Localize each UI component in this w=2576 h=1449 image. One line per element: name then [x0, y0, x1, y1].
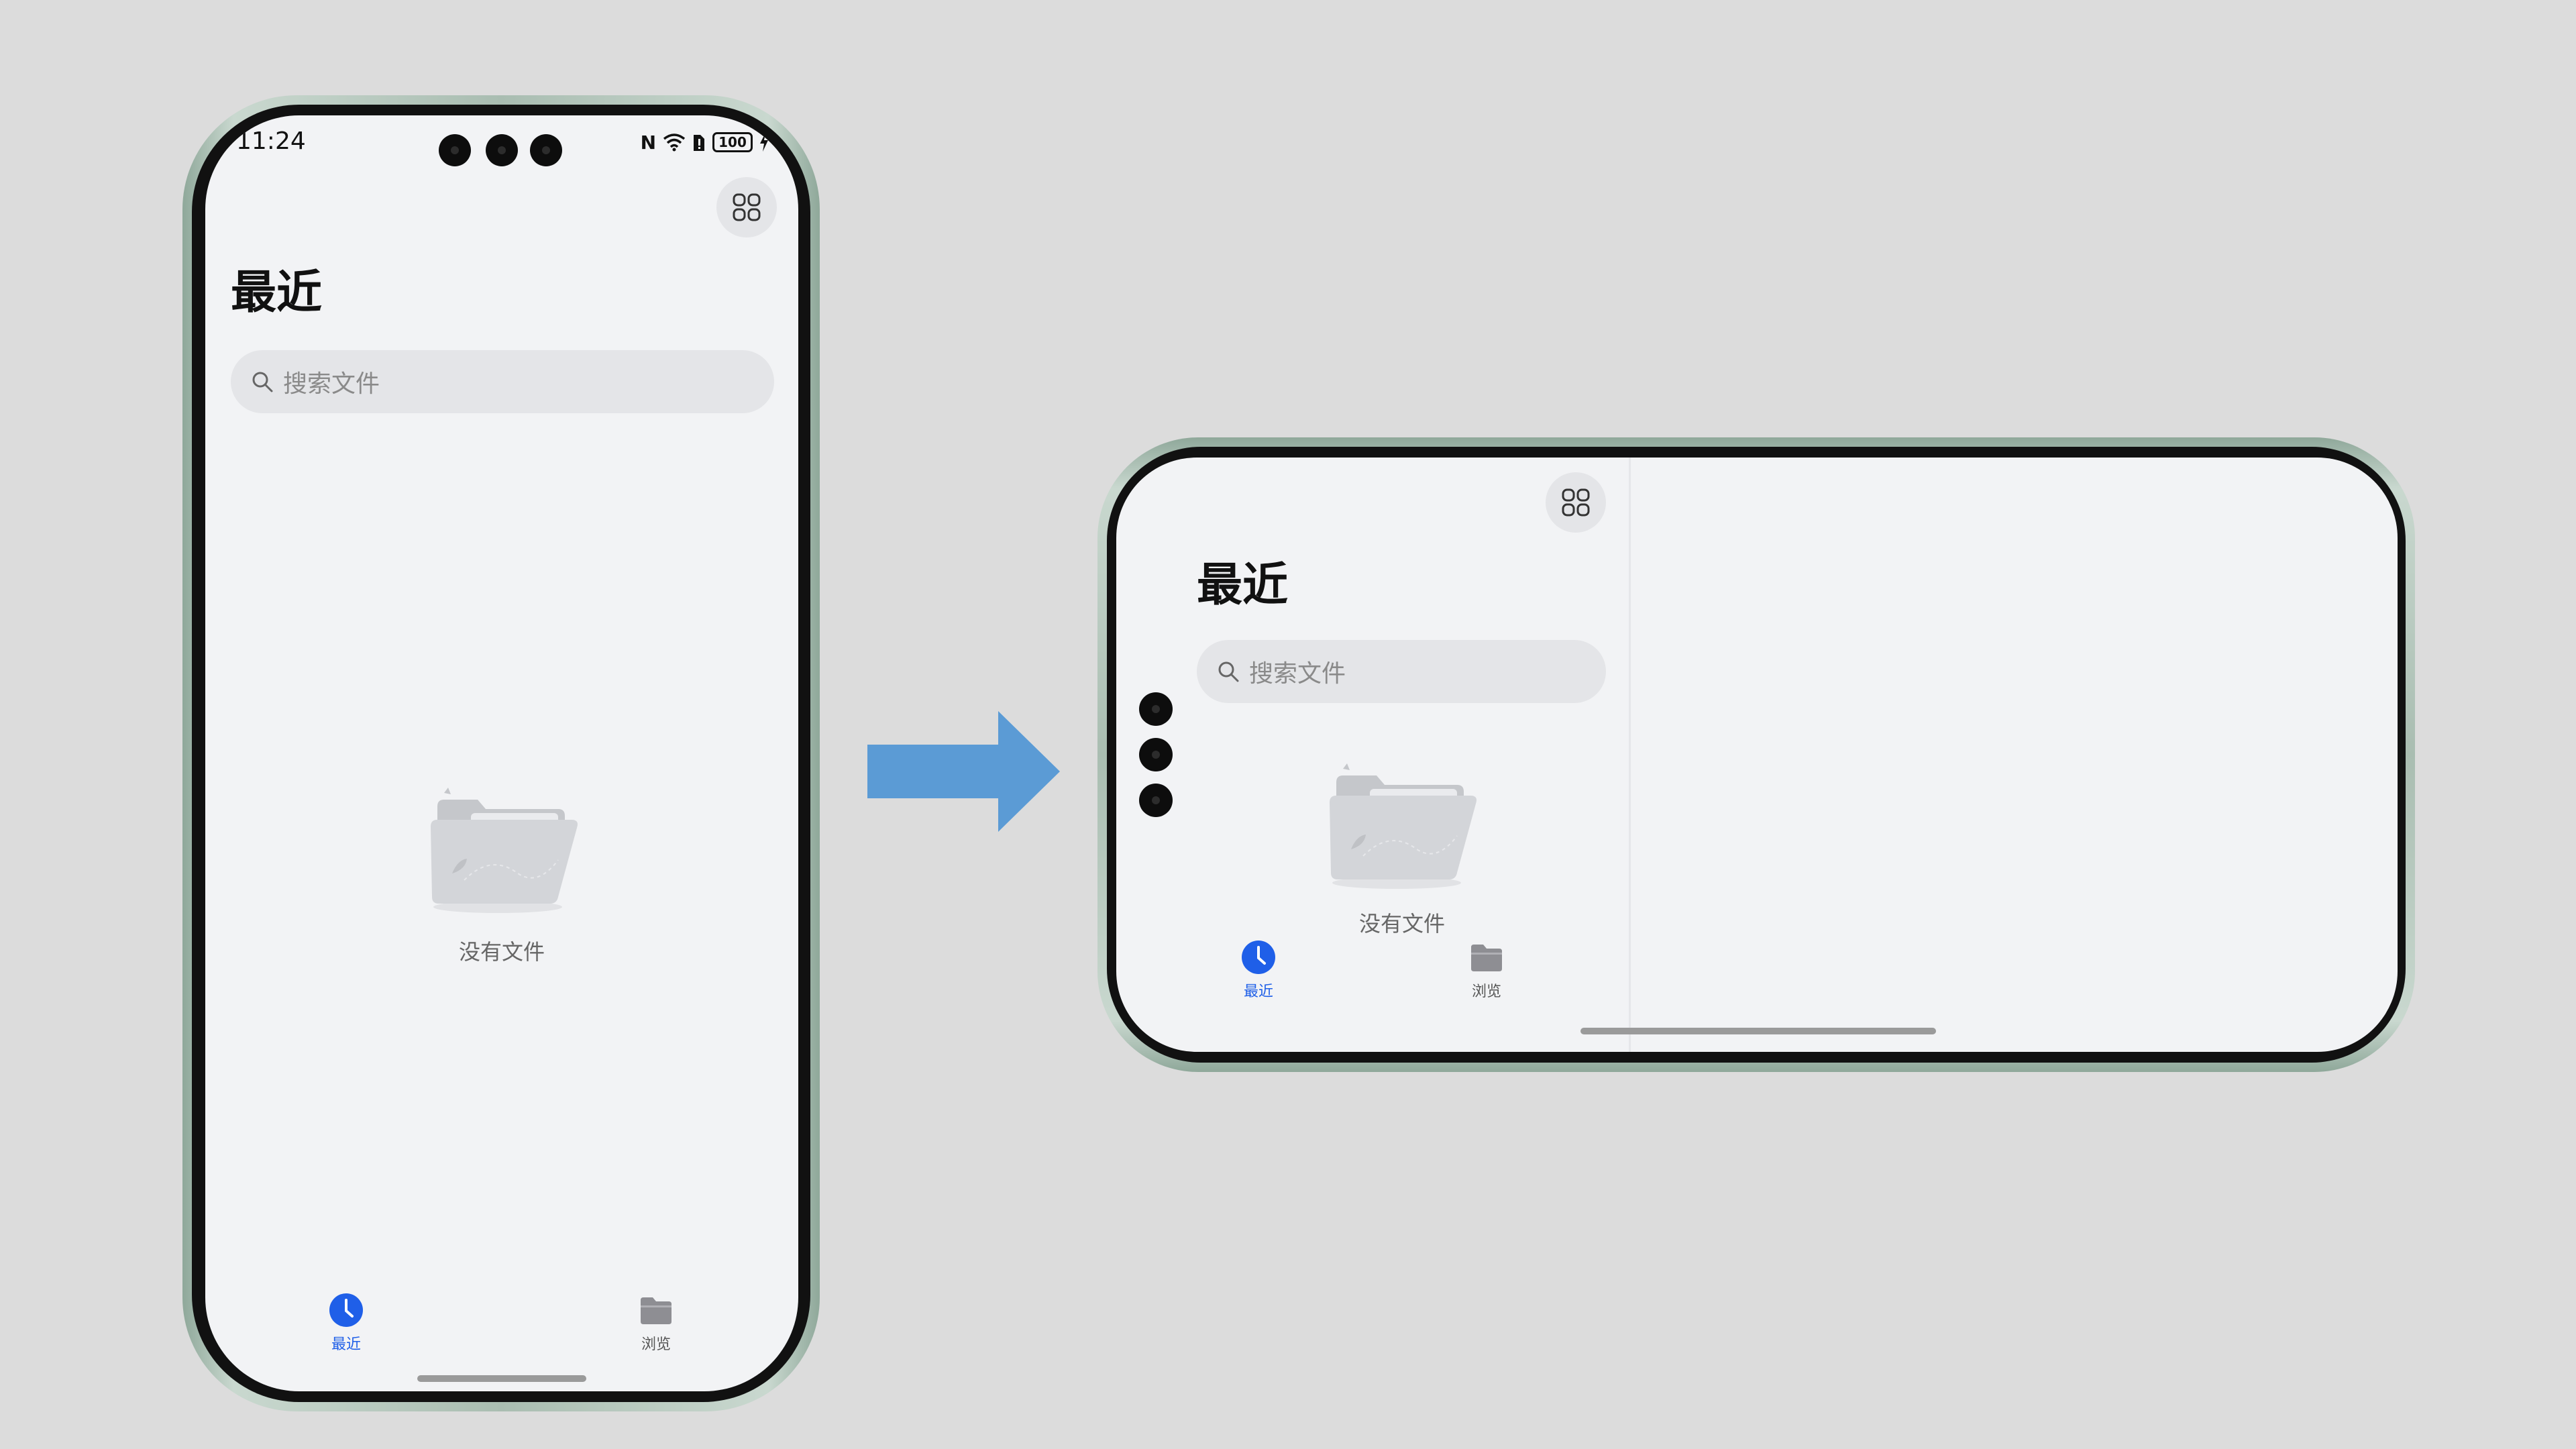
folder-icon — [1471, 945, 1502, 971]
page-title: 最近 — [1197, 559, 1289, 612]
search-placeholder: 搜索文件 — [283, 370, 380, 398]
tab-browse[interactable]: 浏览 — [1460, 939, 1513, 1001]
page-title: 最近 — [231, 266, 323, 319]
tab-label: 浏览 — [1471, 983, 1501, 1000]
pane-divider — [1629, 458, 1631, 1052]
portrait-screen: 11:24 N 100 最近 — [205, 115, 798, 1391]
clock-icon — [329, 1293, 363, 1327]
tab-browse[interactable]: 浏览 — [629, 1292, 683, 1354]
nfc-icon: N — [640, 131, 656, 154]
camera-icon — [439, 134, 471, 166]
wifi-icon — [663, 133, 686, 152]
tab-label: 浏览 — [641, 1336, 671, 1353]
search-icon — [252, 372, 273, 392]
folder-icon — [641, 1297, 672, 1324]
camera-icon — [1139, 784, 1173, 817]
camera-icon — [1139, 692, 1173, 726]
search-input[interactable]: 搜索文件 — [1197, 640, 1606, 703]
tab-label: 最近 — [331, 1336, 361, 1353]
status-icons: N 100 — [641, 130, 769, 154]
empty-state-text: 没有文件 — [458, 939, 545, 965]
rotation-arrow — [867, 711, 1060, 832]
tab-recent[interactable]: 最近 — [1232, 939, 1285, 1001]
camera-icon — [486, 134, 518, 166]
grid-icon — [1562, 488, 1590, 517]
search-input[interactable]: 搜索文件 — [231, 350, 774, 413]
charging-icon — [760, 133, 768, 152]
camera-icon — [530, 134, 562, 166]
home-indicator[interactable] — [417, 1375, 586, 1382]
camera-icon — [1139, 738, 1173, 771]
grid-icon — [733, 193, 761, 221]
search-placeholder: 搜索文件 — [1249, 660, 1346, 688]
clock-icon — [1242, 941, 1275, 974]
sim-alert-icon — [694, 135, 704, 151]
grid-view-button[interactable] — [1546, 472, 1606, 533]
empty-folder-icon — [431, 788, 578, 913]
battery-level: 100 — [712, 132, 753, 152]
grid-view-button[interactable] — [716, 177, 777, 237]
tab-label: 最近 — [1243, 983, 1273, 1000]
landscape-screen: 最近 搜索文件 没有文件 最近 浏览 — [1116, 458, 2398, 1052]
tab-recent[interactable]: 最近 — [319, 1292, 373, 1354]
empty-state-text: 没有文件 — [1358, 911, 1445, 936]
empty-folder-icon — [1330, 763, 1477, 889]
home-indicator[interactable] — [1580, 1028, 1936, 1034]
status-time: 11:24 — [236, 127, 306, 155]
search-icon — [1218, 661, 1239, 682]
